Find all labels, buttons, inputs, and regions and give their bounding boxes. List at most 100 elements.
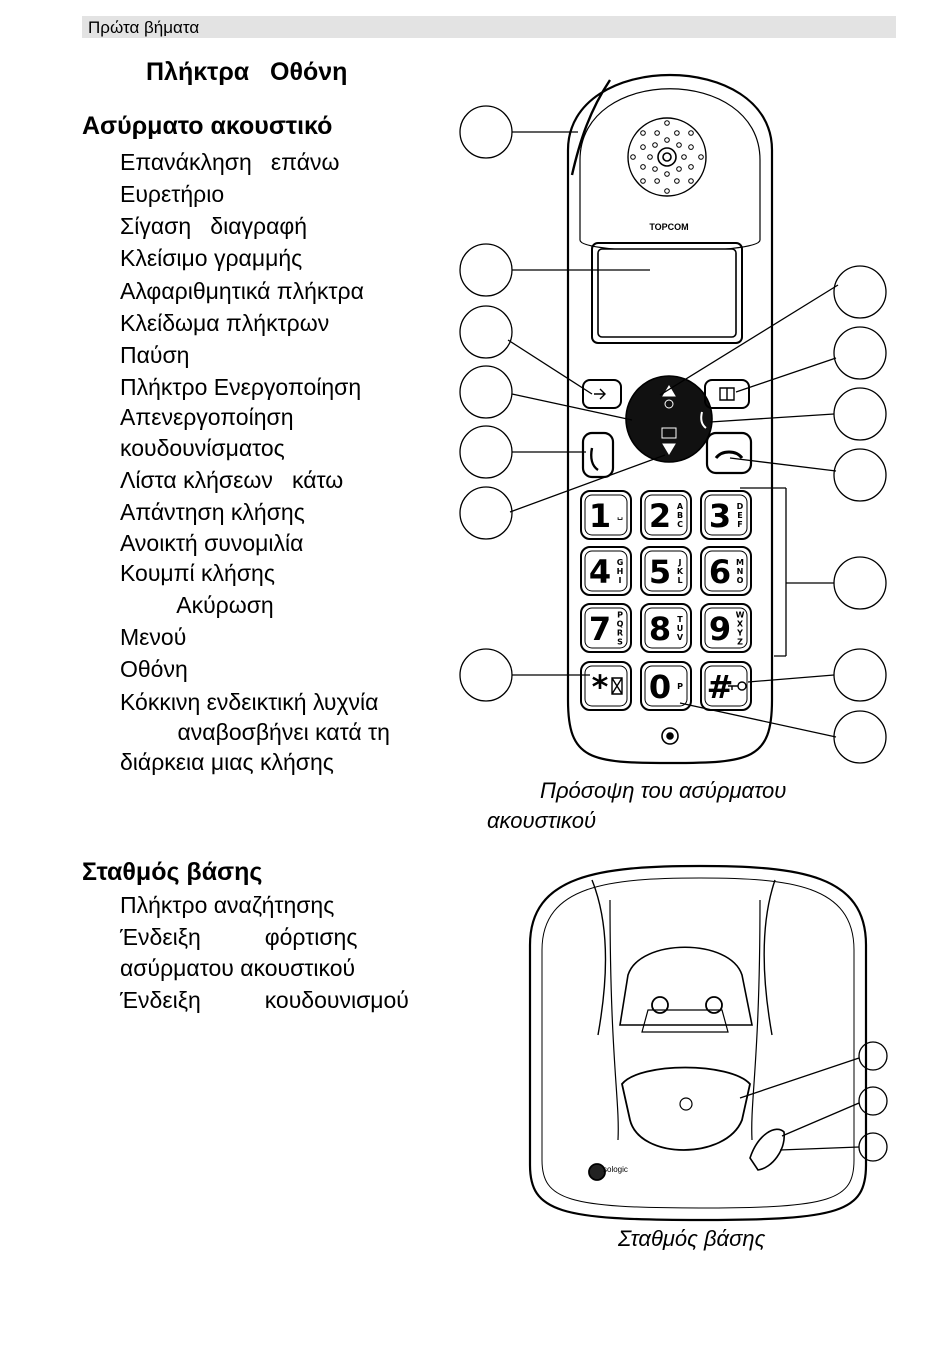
callout-circle bbox=[858, 1132, 888, 1162]
callout-circle bbox=[833, 326, 887, 380]
key-lock-ring bbox=[737, 681, 747, 691]
key-letter: P bbox=[677, 682, 683, 691]
handset-item: Λίστα κλήσεων κάτω bbox=[120, 467, 344, 493]
base-item: Ένδειξη φόρτισης bbox=[120, 924, 358, 950]
key-frame bbox=[700, 546, 752, 596]
key-digit: 7 bbox=[589, 610, 611, 648]
end-key bbox=[705, 431, 753, 475]
book-icon bbox=[719, 387, 735, 401]
handset-item: Ακύρωση bbox=[120, 592, 274, 618]
callout-circle bbox=[459, 243, 513, 297]
speaker-hole bbox=[640, 178, 646, 184]
key-digit: 8 bbox=[649, 610, 671, 648]
key-frame bbox=[700, 603, 752, 653]
key-letter: W bbox=[736, 611, 745, 620]
key-frame bbox=[700, 490, 752, 540]
key-face bbox=[584, 550, 628, 592]
callout-circle bbox=[858, 1086, 888, 1116]
base-inner-outline bbox=[541, 877, 855, 1209]
speaker-hole bbox=[688, 164, 694, 170]
key-letter: D bbox=[737, 502, 744, 511]
handset-item: Μενού bbox=[120, 624, 187, 650]
page-title: Πλήκτρα Οθόνη bbox=[146, 58, 348, 86]
cradle-floor bbox=[641, 1009, 729, 1033]
handsfree-icon bbox=[700, 411, 707, 429]
keypad-key-star[interactable]: * bbox=[580, 661, 632, 711]
callout-circle bbox=[459, 648, 513, 702]
callout-circle bbox=[833, 265, 887, 319]
base-right-groove bbox=[763, 879, 776, 1036]
base-side-contours bbox=[609, 899, 761, 1141]
callout-circle bbox=[459, 105, 513, 159]
key-letter: E bbox=[737, 511, 742, 520]
key-letter: X bbox=[737, 620, 744, 629]
key-letter: L bbox=[677, 576, 682, 585]
led-indicator-edge bbox=[570, 79, 611, 176]
handset-item: Ευρετήριο bbox=[120, 181, 225, 207]
base-item: ασύρματου ακουστικού bbox=[120, 955, 356, 981]
key-digit: 5 bbox=[649, 553, 671, 591]
key-letter: R bbox=[617, 629, 623, 638]
callout-circle bbox=[833, 448, 887, 502]
handset-heading: Ασύρματο ακουστικό bbox=[82, 112, 333, 140]
keypad-key-hash[interactable]: # bbox=[700, 661, 752, 711]
handset-item: Επανάκληση επάνω bbox=[120, 149, 340, 175]
charging-contact-left bbox=[651, 996, 669, 1014]
key-letter: H bbox=[617, 567, 624, 576]
handset-brand: TOPCOM bbox=[649, 222, 688, 232]
key-digit: 1 bbox=[589, 497, 611, 535]
key-digit: # bbox=[707, 668, 734, 706]
key-letter: J bbox=[678, 558, 682, 567]
base-heading: Σταθμός βάσης bbox=[82, 858, 263, 886]
callout-circle bbox=[833, 387, 887, 441]
handset-item: Ανοικτή συνομιλία bbox=[120, 530, 304, 556]
menu-icon bbox=[664, 399, 674, 409]
page-button-dot bbox=[679, 1097, 693, 1111]
base-body bbox=[528, 864, 868, 1222]
talk-key bbox=[581, 431, 615, 479]
key-face bbox=[704, 665, 748, 707]
speaker-hole bbox=[674, 130, 680, 136]
key-letter: I bbox=[619, 576, 622, 585]
key-letter: U bbox=[677, 624, 684, 633]
speaker-hole bbox=[674, 178, 680, 184]
base-item: Ένδειξη κουδουνισμού bbox=[120, 987, 409, 1013]
speaker-outline bbox=[627, 117, 707, 197]
speaker-hole bbox=[688, 144, 694, 150]
key-letter: S bbox=[617, 638, 623, 647]
display-screen bbox=[597, 248, 737, 338]
handset-item: Απάντηση κλήσης bbox=[120, 499, 305, 525]
key-letter: T bbox=[677, 615, 683, 624]
display-bezel bbox=[591, 242, 743, 344]
speaker-hole bbox=[647, 154, 653, 160]
speaker-hole bbox=[664, 120, 670, 126]
key-digit: 4 bbox=[589, 553, 611, 591]
speaker-hole bbox=[676, 166, 682, 172]
key-frame bbox=[640, 661, 692, 711]
handset-item: διάρκεια μιας κλήσης bbox=[120, 749, 334, 775]
speaker-center bbox=[657, 147, 677, 167]
key-letter: Z bbox=[737, 638, 743, 647]
key-lock-icon bbox=[728, 685, 738, 690]
key-digit: 2 bbox=[649, 497, 671, 535]
key-face bbox=[704, 607, 748, 649]
callout-circle bbox=[459, 305, 513, 359]
key-digit: 3 bbox=[709, 497, 731, 535]
callout-circle bbox=[459, 486, 513, 540]
callout-lines bbox=[507, 131, 839, 738]
keypad-key-1[interactable]: 1␣ bbox=[580, 490, 632, 540]
speaker-hole bbox=[676, 142, 682, 148]
key-letter: ␣ bbox=[617, 511, 623, 520]
key-face bbox=[644, 607, 688, 649]
handset-body bbox=[566, 74, 774, 765]
